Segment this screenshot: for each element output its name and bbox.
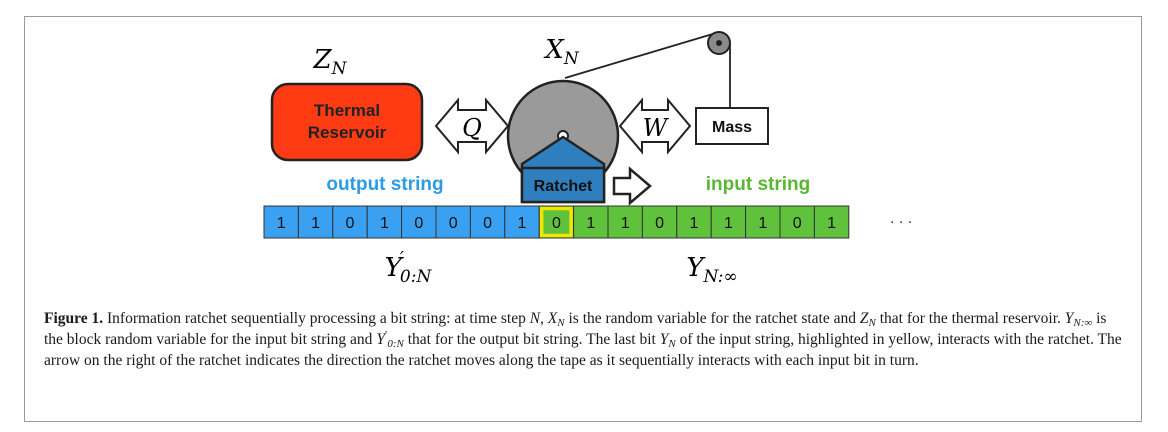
output-string-label: output string xyxy=(326,174,443,195)
ratchet-label: Ratchet xyxy=(534,178,593,195)
input-bit-cell xyxy=(779,205,815,239)
input-bit-cell xyxy=(676,205,712,239)
thermal-reservoir xyxy=(270,82,424,162)
bit-value: 1 xyxy=(586,215,595,232)
output-bit-cell xyxy=(332,205,368,239)
bit-tape: 1 1 0 1 0 0 0 1 0 1 1 0 1 1 1 0 1 xyxy=(263,205,850,239)
bit-value: 1 xyxy=(518,215,527,232)
input-bit-cell xyxy=(573,205,609,239)
tape-ellipsis: · · · xyxy=(890,215,912,231)
input-bit-cell xyxy=(813,205,850,239)
ratchet-symbol: XN xyxy=(543,35,580,69)
bit-value: 1 xyxy=(277,215,286,232)
thermal-reservoir-label-2: Reservoir xyxy=(308,123,387,142)
reservoir-symbol: ZN xyxy=(313,45,348,79)
pulley-axle xyxy=(716,40,722,46)
ratchet-base xyxy=(520,166,606,204)
input-bit-cell xyxy=(710,205,747,239)
current-bit-highlight xyxy=(539,206,573,238)
work-double-arrow xyxy=(618,97,692,155)
bit-value: 1 xyxy=(621,215,630,232)
bit-value: 0 xyxy=(483,215,492,232)
output-symbol: Y′0:N xyxy=(385,248,433,287)
thermal-reservoir-label-1: Thermal xyxy=(314,101,380,120)
caption-label: Figure 1. xyxy=(44,310,104,327)
bit-value: 1 xyxy=(690,215,699,232)
input-bit-cell xyxy=(745,205,781,239)
bit-value: 0 xyxy=(793,215,802,232)
mass-box xyxy=(695,107,769,145)
bit-value: 0 xyxy=(655,215,664,232)
rope-diagonal xyxy=(564,32,717,79)
bit-value: 1 xyxy=(724,215,733,232)
input-symbol: YN:∞ xyxy=(686,253,737,287)
bit-value: 0 xyxy=(414,215,423,232)
output-bit-cell xyxy=(401,205,437,239)
bit-value: 1 xyxy=(758,215,767,232)
input-string-label: input string xyxy=(706,174,810,195)
bit-value: 0 xyxy=(449,215,458,232)
bit-value: 1 xyxy=(827,215,836,232)
mass-label: Mass xyxy=(712,119,752,136)
output-bit-cell xyxy=(263,205,299,239)
bit-value: 1 xyxy=(311,215,320,232)
output-bit-cell xyxy=(469,205,506,239)
ratchet-diagram: ZN XN Thermal Reservoir Q Ratchet W Mass… xyxy=(263,31,912,287)
work-symbol: W xyxy=(643,114,670,142)
bit-value: 1 xyxy=(380,215,389,232)
current-bit-cell xyxy=(538,205,575,239)
bit-value: 0 xyxy=(346,215,355,232)
heat-symbol: Q xyxy=(462,114,482,142)
bit-value: 0 xyxy=(552,215,561,232)
figure-caption: Figure 1. Information ratchet sequential… xyxy=(44,310,1122,369)
direction-arrow-icon xyxy=(612,166,652,206)
